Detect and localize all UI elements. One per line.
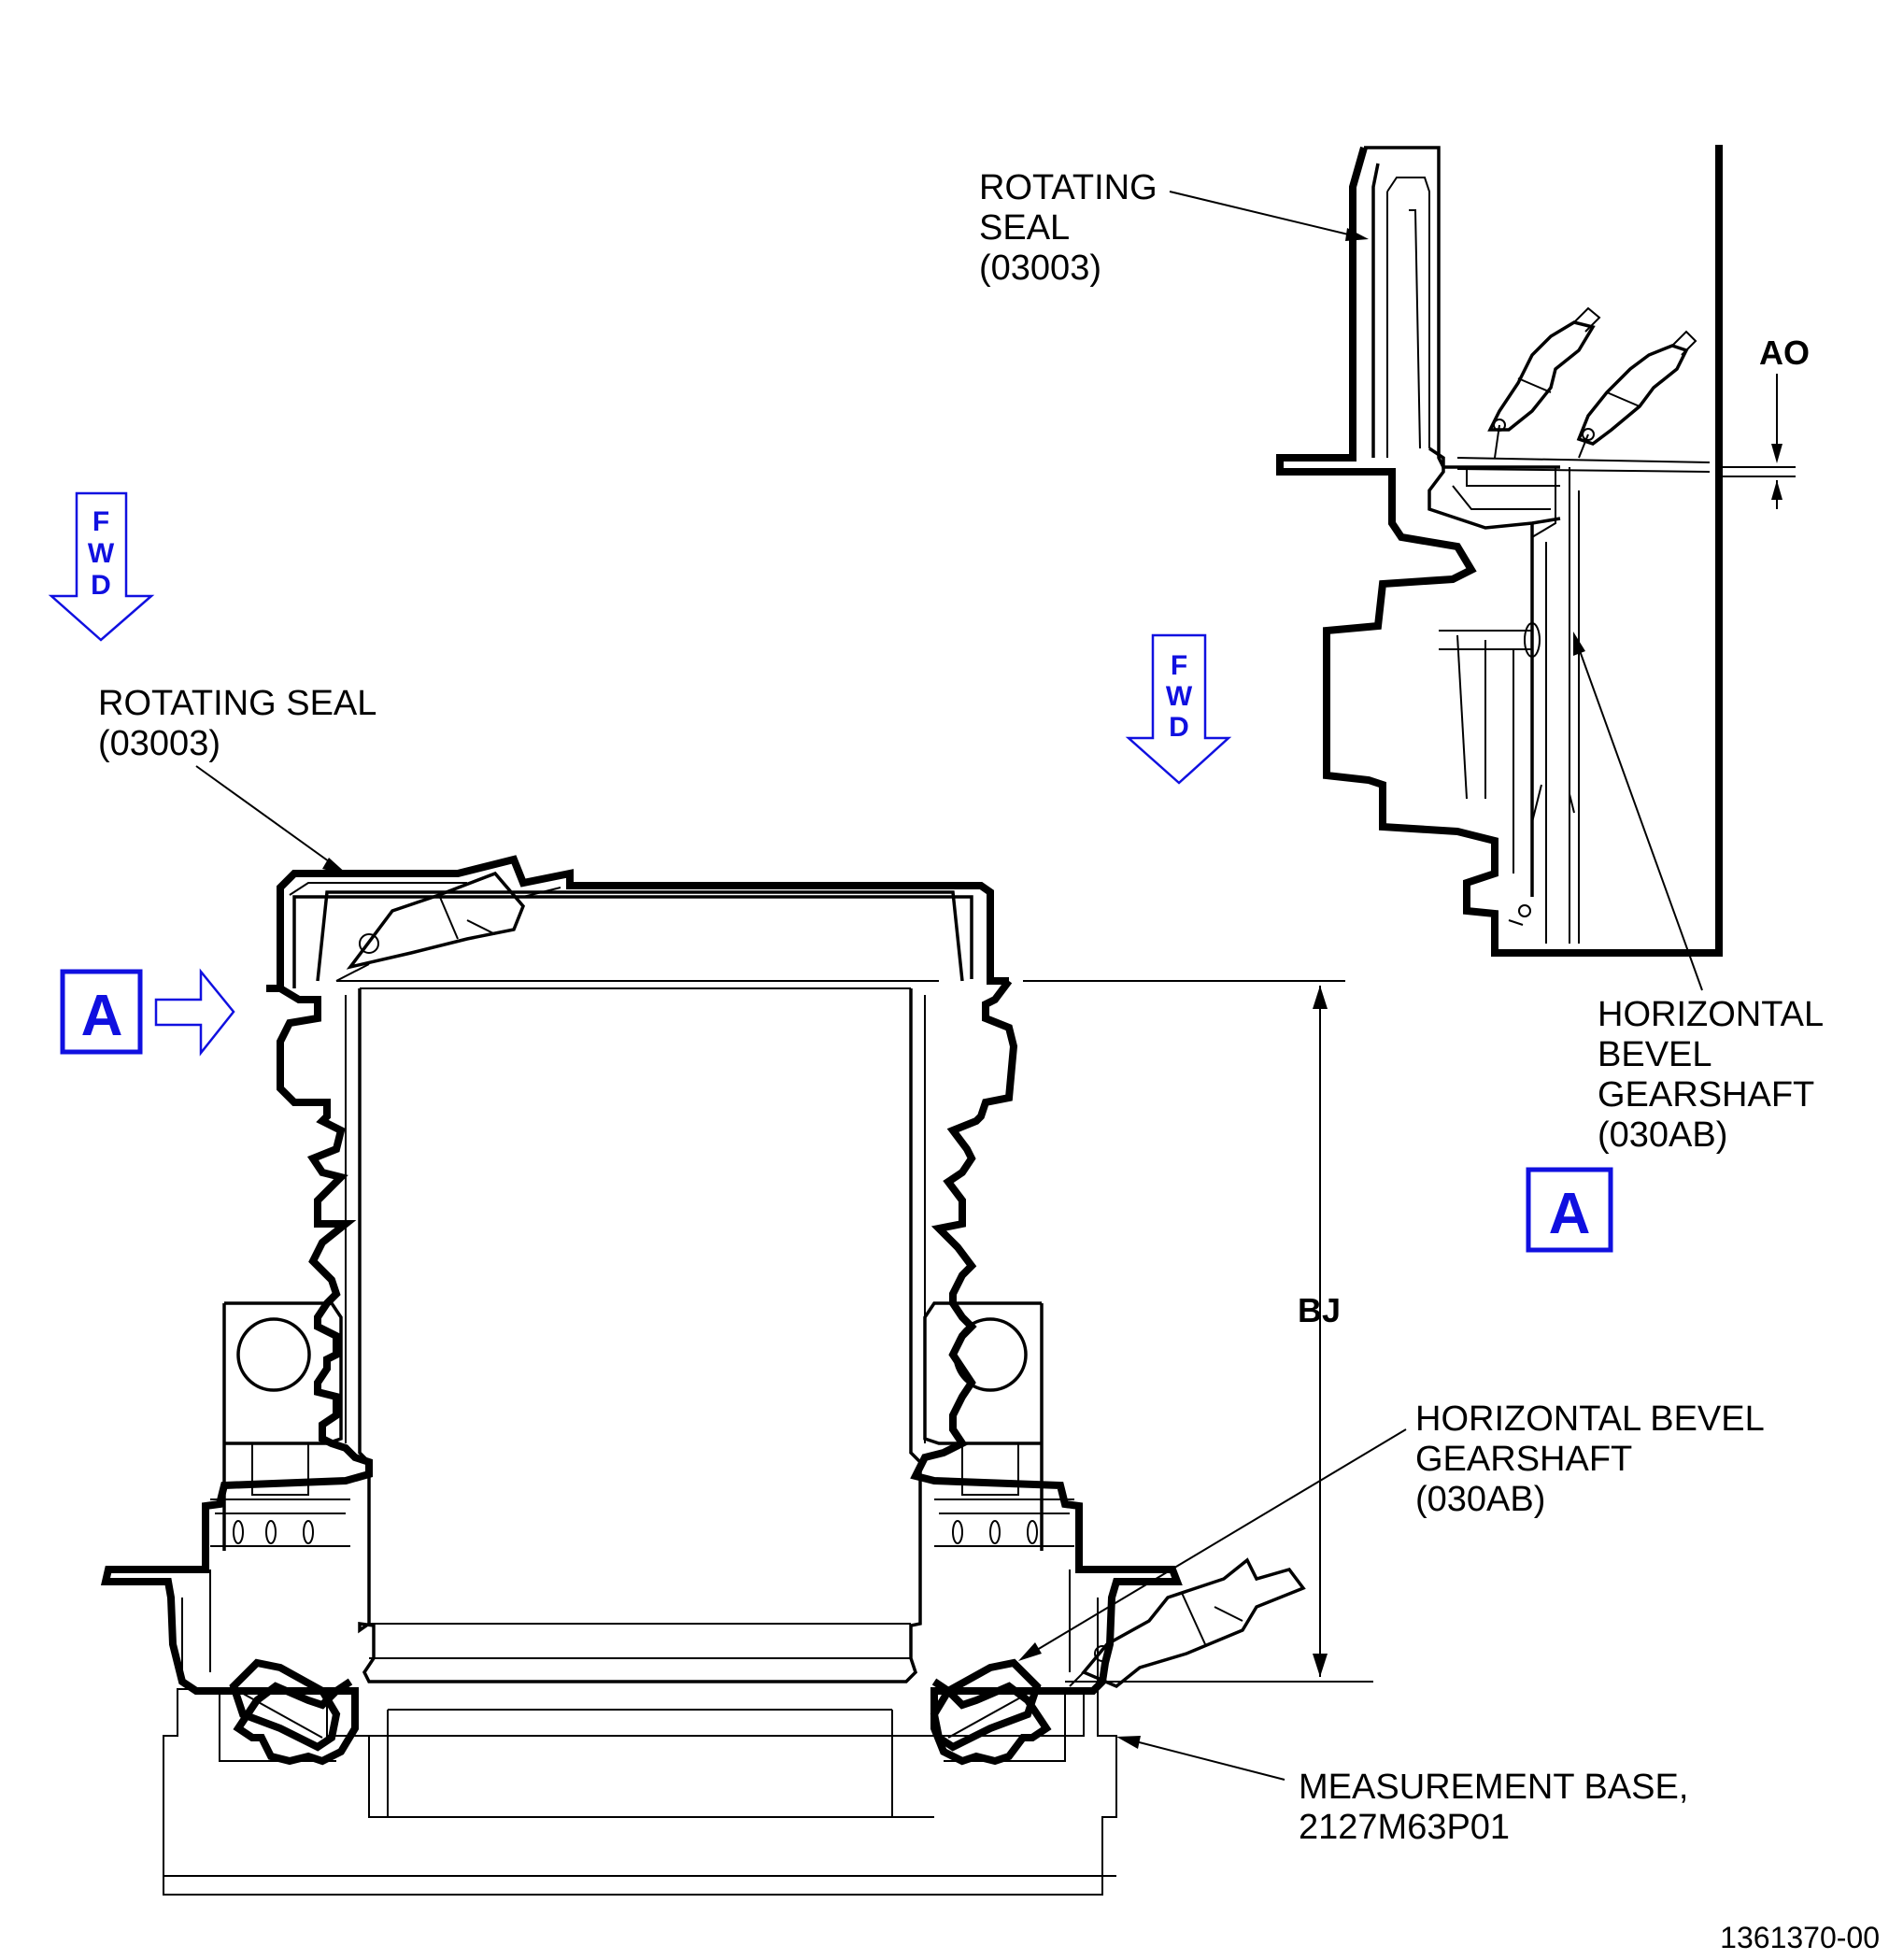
svg-text:HORIZONTAL BEVEL: HORIZONTAL BEVEL — [1415, 1399, 1765, 1439]
inner-bore — [345, 987, 926, 1683]
svg-text:SEAL: SEAL — [979, 208, 1070, 248]
svg-text:GEARSHAFT: GEARSHAFT — [1598, 1075, 1814, 1115]
left-housing-profile — [100, 978, 1183, 1766]
svg-text:ROTATING SEAL: ROTATING SEAL — [98, 684, 376, 723]
bevel-gear-left — [229, 1658, 341, 1752]
svg-text:(030AB): (030AB) — [1415, 1480, 1545, 1519]
svg-text:(03003): (03003) — [979, 249, 1101, 288]
fwd-letter-d: D — [91, 570, 111, 601]
fwd-letter-d: D — [1169, 712, 1189, 743]
svg-text:(03003): (03003) — [98, 724, 220, 763]
view-a-marker-left: A — [60, 968, 235, 1057]
dimension-ao-label: AO — [1759, 334, 1810, 372]
dimension-ao: AO — [1719, 334, 1810, 509]
dial-indicator-gearshaft — [1069, 1557, 1306, 1689]
view-a-marker-detail: A — [1526, 1167, 1613, 1253]
dial-indicator-detail-right — [1576, 330, 1697, 459]
view-a-letter: A — [81, 984, 123, 1048]
dial-indicator-seal — [346, 871, 561, 970]
fwd-letter-w: W — [1166, 681, 1193, 712]
bevel-gear-right — [930, 1658, 1042, 1752]
main-assembly-section — [100, 855, 1306, 1896]
fwd-letter-w: W — [88, 538, 115, 569]
left-bearing — [181, 1301, 350, 1682]
label-measurement-base: MEASUREMENT BASE, 2127M63P01 — [1116, 1736, 1688, 1847]
fwd-arrow-left: F W D — [48, 491, 155, 642]
svg-text:BEVEL: BEVEL — [1598, 1035, 1712, 1074]
figure-number: 1361370-00 — [1720, 1921, 1880, 1954]
fwd-letter-f: F — [1171, 650, 1187, 681]
label-rotating-seal-main: ROTATING SEAL (03003) — [98, 684, 376, 875]
dial-indicator-detail-left — [1487, 306, 1601, 459]
svg-text:GEARSHAFT: GEARSHAFT — [1415, 1440, 1632, 1479]
label-rotating-seal-detail: ROTATING SEAL (03003) — [979, 168, 1369, 288]
fwd-arrow-center: F W D — [1125, 633, 1232, 785]
label-hbg-detail: HORIZONTAL BEVEL GEARSHAFT (030AB) — [1573, 632, 1824, 1155]
svg-text:ROTATING: ROTATING — [979, 168, 1158, 207]
dimension-bj-label: BJ — [1298, 1291, 1341, 1329]
view-a-letter: A — [1549, 1182, 1591, 1246]
label-hbg-main: HORIZONTAL BEVEL GEARSHAFT (030AB) — [1018, 1399, 1765, 1661]
svg-text:MEASUREMENT BASE,: MEASUREMENT BASE, — [1299, 1768, 1688, 1807]
svg-text:HORIZONTAL: HORIZONTAL — [1598, 995, 1824, 1034]
detail-view-a — [1276, 145, 1723, 957]
rotating-seal — [266, 855, 1009, 992]
measurement-base — [163, 1688, 1117, 1896]
fwd-letter-f: F — [92, 506, 109, 537]
dimension-bj: BJ — [1023, 980, 1373, 1683]
right-bearing — [923, 1301, 1099, 1682]
svg-text:2127M63P01: 2127M63P01 — [1299, 1808, 1510, 1847]
svg-text:(030AB): (030AB) — [1598, 1115, 1727, 1155]
